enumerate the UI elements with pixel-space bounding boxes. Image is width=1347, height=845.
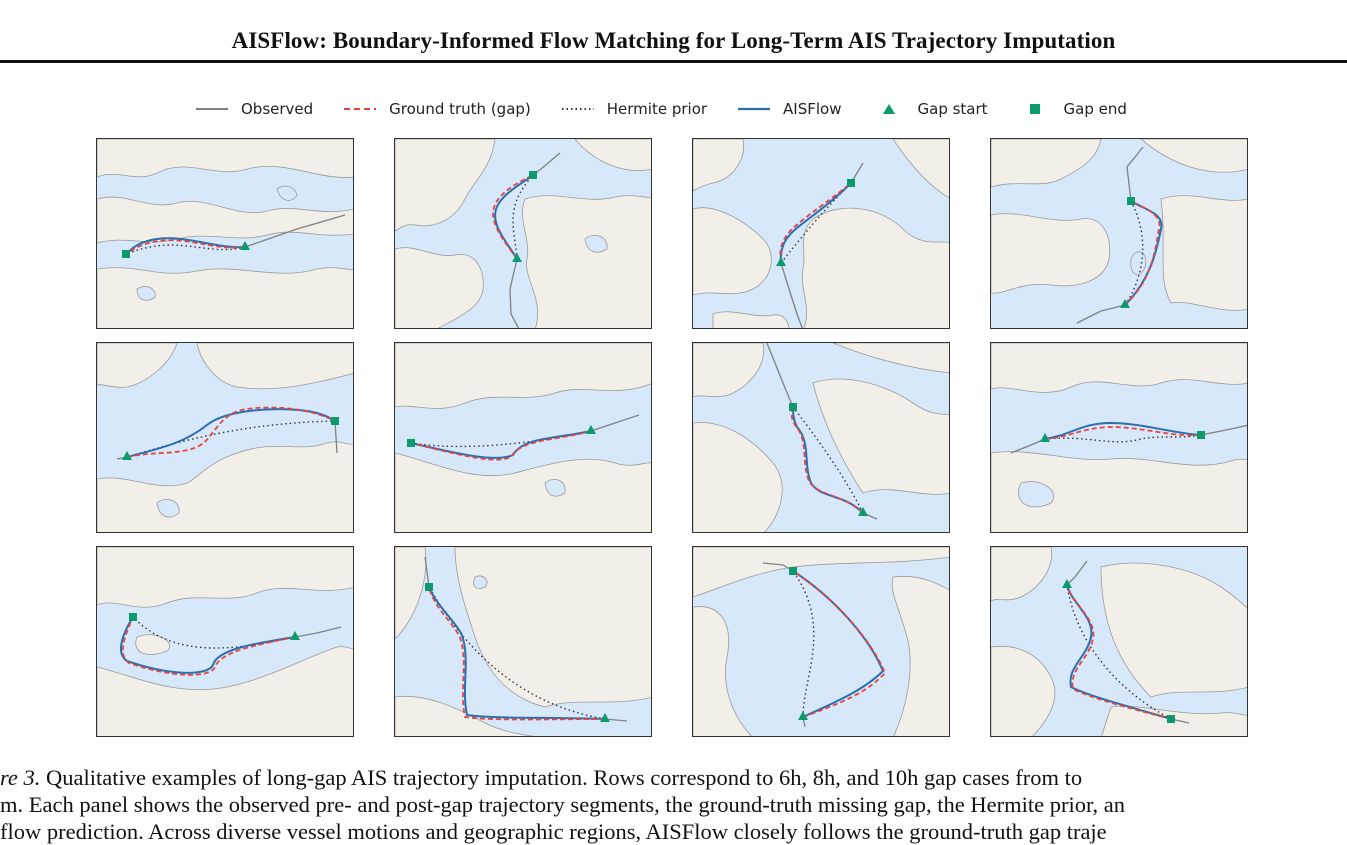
map-panel — [692, 342, 950, 533]
hermite-line-icon — [561, 108, 594, 110]
legend-item-aisflow: AISFlow — [737, 100, 842, 118]
triangle-icon — [882, 104, 895, 114]
legend-item-hermite: Hermite prior — [561, 100, 707, 118]
caption-line: m. Each panel shows the observed pre- an… — [0, 792, 1126, 817]
square-icon — [1029, 104, 1040, 114]
legend-label: Gap start — [917, 100, 988, 118]
map-panel — [692, 138, 950, 329]
map-panel — [96, 546, 354, 737]
legend-item-gap-end: Gap end — [1018, 100, 1127, 118]
caption-line: flow prediction. Across diverse vessel m… — [0, 819, 1107, 844]
aisflow-line-icon — [738, 107, 771, 111]
map-panel — [990, 546, 1248, 737]
figure-label: re 3. — [0, 765, 41, 790]
figure-legend: Observed Ground truth (gap) Hermite prio… — [195, 98, 1157, 120]
ground-truth-line-icon — [344, 108, 377, 110]
map-panel — [96, 342, 354, 533]
legend-item-ground-truth: Ground truth (gap) — [343, 100, 531, 118]
map-panel — [394, 546, 652, 737]
legend-label: Gap end — [1063, 100, 1127, 118]
observed-line-icon — [196, 108, 228, 110]
legend-label: Observed — [241, 100, 314, 118]
legend-item-observed: Observed — [195, 100, 313, 118]
figure-panel-grid — [96, 138, 1252, 738]
map-panel — [692, 546, 950, 737]
legend-label: Hermite prior — [606, 100, 708, 118]
map-panel — [96, 138, 354, 329]
header-rule — [0, 60, 1347, 63]
map-panel — [990, 138, 1248, 329]
caption-text: Qualitative examples of long-gap AIS tra… — [40, 765, 1083, 790]
running-title: AISFlow: Boundary-Informed Flow Matching… — [231, 28, 1116, 53]
map-panel — [990, 342, 1248, 533]
figure-caption: re 3. Qualitative examples of long-gap A… — [0, 764, 1347, 845]
caption-line: re 3. Qualitative examples of long-gap A… — [0, 764, 1347, 791]
legend-label: Ground truth (gap) — [389, 100, 531, 118]
map-panel — [394, 342, 652, 533]
map-panel — [394, 138, 652, 329]
legend-label: AISFlow — [783, 100, 842, 118]
legend-item-gap-start: Gap start — [872, 100, 988, 118]
